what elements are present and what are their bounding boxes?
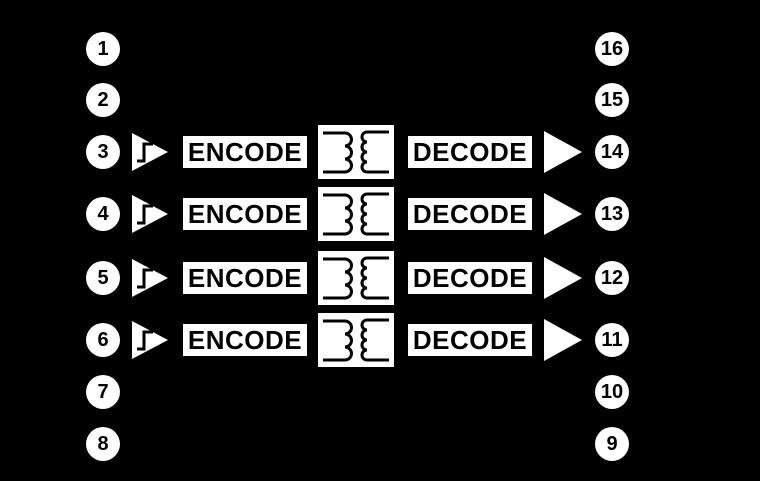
pin-circle-5: 5 (86, 261, 120, 295)
pin-circle-3: 3 (86, 135, 120, 169)
transformer-icon (318, 251, 394, 305)
decode-block: DECODE (408, 262, 532, 294)
pin-circle-16: 16 (595, 32, 629, 66)
pin-circle-2: 2 (86, 83, 120, 117)
pin-circle-12: 12 (595, 261, 629, 295)
input-buffer-icon (131, 258, 169, 298)
decode-block: DECODE (408, 198, 532, 230)
pin-circle-1: 1 (86, 32, 120, 66)
rising-edge-icon (137, 330, 153, 351)
pin-circle-8: 8 (86, 427, 120, 461)
rising-edge-icon (137, 142, 153, 163)
encode-block: ENCODE (183, 198, 307, 230)
pin-circle-15: 15 (595, 83, 629, 117)
output-buffer-icon (543, 192, 583, 236)
encode-block: ENCODE (183, 324, 307, 356)
pin-circle-6: 6 (86, 323, 120, 357)
rising-edge-icon (137, 204, 153, 225)
output-buffer-icon (543, 130, 583, 174)
transformer-icon (318, 125, 394, 179)
pin-circle-11: 11 (595, 323, 629, 357)
pin-circle-7: 7 (86, 375, 120, 409)
decode-block: DECODE (408, 324, 532, 356)
input-buffer-icon (131, 194, 169, 234)
pin-circle-4: 4 (86, 197, 120, 231)
pin-circle-9: 9 (595, 427, 629, 461)
transformer-icon (318, 187, 394, 241)
output-buffer-icon (543, 318, 583, 362)
pin-circle-13: 13 (595, 197, 629, 231)
input-buffer-icon (131, 132, 169, 172)
output-buffer-icon (543, 256, 583, 300)
encode-block: ENCODE (183, 262, 307, 294)
pin-circle-10: 10 (595, 375, 629, 409)
input-buffer-icon (131, 320, 169, 360)
encode-block: ENCODE (183, 136, 307, 168)
decode-block: DECODE (408, 136, 532, 168)
transformer-icon (318, 313, 394, 367)
pin-circle-14: 14 (595, 135, 629, 169)
rising-edge-icon (137, 268, 153, 289)
